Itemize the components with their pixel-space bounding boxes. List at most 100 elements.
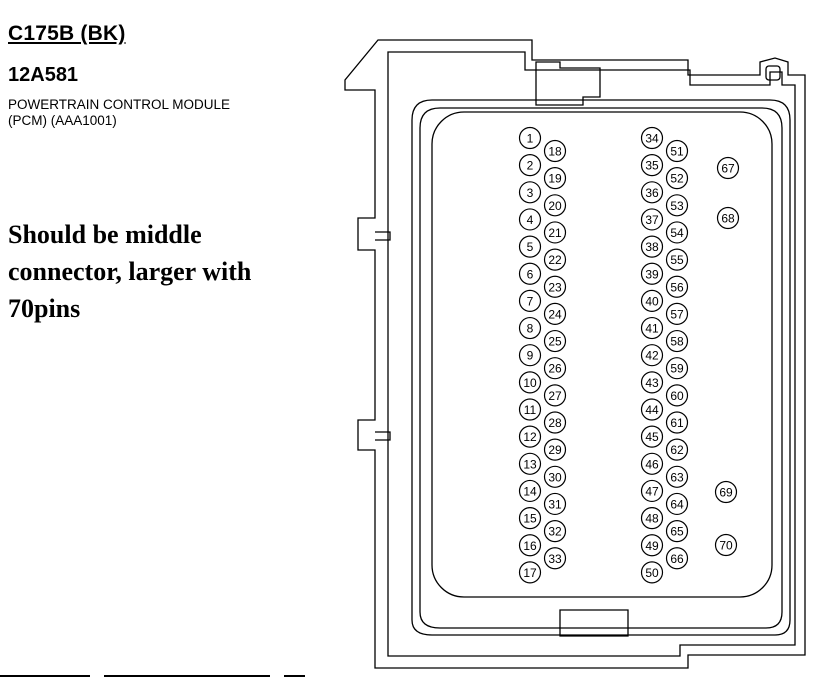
pin-circle — [640, 126, 664, 150]
pin-circle — [640, 262, 664, 285]
pin-45: 45 — [640, 425, 664, 448]
pin-label: 9 — [527, 349, 534, 363]
pin-face — [431, 111, 773, 598]
pin-label: 17 — [523, 566, 537, 580]
pin-label: 8 — [527, 322, 534, 336]
pin-circle — [543, 384, 567, 407]
note-line-3: 70pins — [8, 294, 81, 323]
pin-16: 16 — [518, 534, 542, 557]
pin-47: 47 — [640, 479, 664, 503]
pin-label: 70 — [719, 539, 733, 553]
pin-circle — [640, 425, 664, 448]
pin-11: 11 — [518, 398, 542, 421]
pin-34: 34 — [640, 126, 664, 150]
pin-circle — [714, 480, 738, 504]
pin-44: 44 — [640, 398, 664, 421]
pin-circle — [665, 248, 689, 271]
pin-24: 24 — [543, 302, 567, 325]
pin-circle — [518, 371, 542, 394]
pin-label: 14 — [523, 484, 537, 498]
pin-circle — [518, 398, 542, 421]
pin-label: 38 — [645, 240, 659, 254]
pin-label: 53 — [670, 199, 684, 213]
pin-label: 51 — [670, 145, 684, 159]
connector-id: C175B (BK) — [8, 22, 126, 45]
pin-circle — [716, 206, 740, 230]
pin-circle — [640, 181, 664, 204]
pin-label: 1 — [527, 132, 534, 146]
pin-circle — [518, 208, 542, 231]
pin-circle — [543, 221, 567, 244]
pin-22: 22 — [543, 248, 567, 271]
pin-circle — [665, 167, 689, 190]
pin-label: 6 — [527, 267, 534, 281]
pin-circle — [518, 506, 542, 530]
pin-5: 5 — [518, 235, 542, 258]
pin-label: 10 — [523, 376, 537, 390]
pin-circle — [543, 411, 567, 434]
pin-64: 64 — [665, 492, 689, 516]
pin-label: 69 — [719, 486, 733, 500]
left-key-lower — [375, 431, 391, 441]
pin-circle — [518, 235, 542, 258]
pin-label: 29 — [548, 443, 562, 457]
pin-label: 47 — [645, 484, 659, 498]
pin-label: 55 — [670, 253, 684, 267]
pin-label: 61 — [670, 416, 684, 430]
pin-circle — [665, 275, 689, 298]
pin-circle — [665, 329, 689, 353]
top-latch — [535, 61, 601, 106]
pin-label: 27 — [548, 389, 562, 403]
pin-label: 48 — [645, 512, 659, 526]
pin-35: 35 — [640, 154, 664, 177]
pin-51: 51 — [665, 139, 689, 163]
pin-70: 70 — [714, 533, 738, 557]
pin-15: 15 — [518, 506, 542, 530]
pin-label: 26 — [548, 362, 562, 376]
pin-label: 2 — [527, 159, 534, 173]
pin-circle — [543, 547, 567, 570]
pin-10: 10 — [518, 371, 542, 394]
pin-49: 49 — [640, 534, 664, 557]
pin-circle — [518, 181, 542, 204]
pin-26: 26 — [543, 357, 567, 380]
pin-circle — [640, 398, 664, 421]
pin-label: 21 — [548, 226, 562, 240]
pin-39: 39 — [640, 262, 664, 285]
pin-label: 19 — [548, 172, 562, 186]
pin-label: 20 — [548, 199, 562, 213]
pin-label: 44 — [645, 403, 659, 417]
pin-label: 52 — [670, 172, 684, 186]
pin-40: 40 — [640, 289, 664, 312]
pin-21: 21 — [543, 221, 567, 244]
pin-label: 28 — [548, 416, 562, 430]
pin-label: 23 — [548, 280, 562, 294]
pin-label: 15 — [523, 512, 537, 526]
pin-60: 60 — [665, 384, 689, 407]
pin-label: 39 — [645, 267, 659, 281]
pin-50: 50 — [640, 561, 664, 584]
pin-56: 56 — [665, 275, 689, 298]
pin-label: 65 — [670, 525, 684, 539]
pin-circle — [640, 344, 664, 367]
pin-28: 28 — [543, 411, 567, 434]
pin-circle — [543, 329, 567, 353]
pin-52: 52 — [665, 167, 689, 190]
pin-circle — [543, 465, 567, 488]
pin-9: 9 — [518, 344, 542, 367]
pin-12: 12 — [518, 425, 542, 448]
pin-label: 66 — [670, 552, 684, 566]
pin-circle — [665, 221, 689, 244]
pin-circle — [543, 275, 567, 298]
pin-label: 57 — [670, 307, 684, 321]
pin-label: 59 — [670, 362, 684, 376]
pin-label: 18 — [548, 145, 562, 159]
pin-43: 43 — [640, 371, 664, 394]
pin-label: 50 — [645, 566, 659, 580]
pin-label: 22 — [548, 253, 562, 267]
pin-circle — [543, 139, 567, 163]
pin-circle — [543, 492, 567, 516]
pin-13: 13 — [518, 452, 542, 475]
